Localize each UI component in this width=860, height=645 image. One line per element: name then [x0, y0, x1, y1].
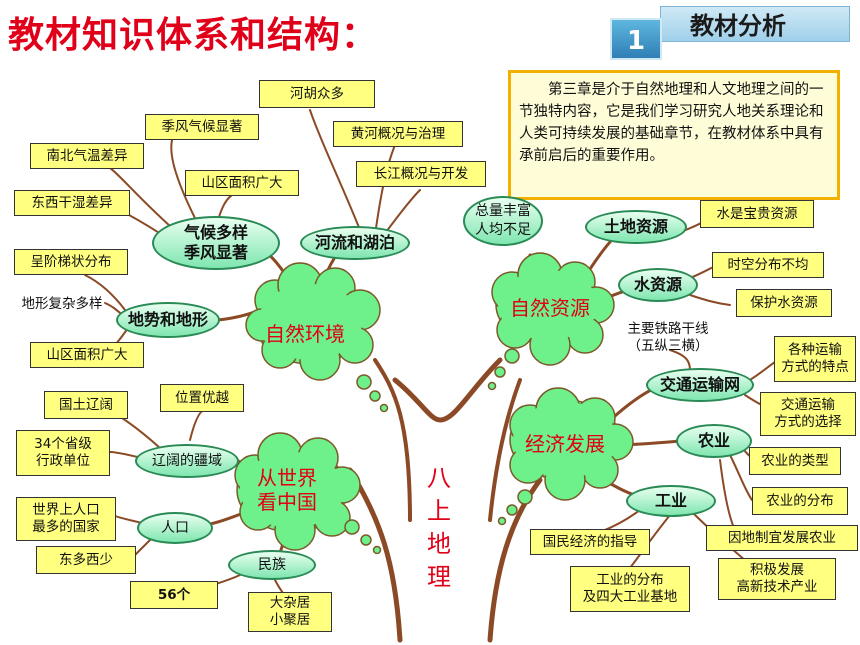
box-monsoon: 季风气候显著 [145, 114, 259, 140]
cloud-economy: 经济发展 [525, 432, 605, 456]
node-territory: 辽阔的疆域 [135, 444, 239, 478]
box-most-population: 世界上人口 最多的国家 [16, 497, 116, 541]
node-industry: 工业 [626, 485, 716, 517]
box-guide: 国民经济的指导 [530, 529, 650, 555]
box-complex-terrain: 地形复杂多样 [21, 295, 103, 312]
center-title: 八上地理 [427, 464, 451, 591]
box-time-space: 时空分布不均 [712, 252, 824, 278]
box-east-west-population: 东多西少 [36, 546, 136, 574]
box-yangtze: 长江概况与开发 [356, 161, 486, 187]
node-climate: 气候多样 季风显著 [152, 216, 280, 270]
intro-text-box: 第三章是介于自然地理和人文地理之间的一节独特内容，它是我们学习研究人地关系理论和… [508, 70, 840, 200]
box-water-precious: 水是宝贵资源 [700, 200, 814, 228]
box-mixed-living: 大杂居 小聚居 [248, 592, 332, 632]
box-vast-land: 国土辽阔 [44, 391, 128, 419]
node-rivers: 河流和湖泊 [300, 226, 410, 260]
node-agriculture: 农业 [676, 424, 752, 458]
box-mountain-area-1: 山区面积广大 [185, 170, 299, 196]
section-number-badge: 1 [610, 18, 662, 60]
node-terrain: 地势和地形 [116, 302, 220, 338]
box-hightech: 积极发展 高新技术产业 [718, 558, 836, 600]
box-transport-feature: 各种运输 方式的特点 [774, 336, 856, 382]
box-railway: 主要铁路干线 （五纵三横） [627, 321, 709, 354]
node-population: 人口 [137, 512, 213, 544]
page-title: 教材知识体系和结构： [8, 15, 379, 56]
box-industry-dist: 工业的分布 及四大工业基地 [570, 566, 690, 612]
section-label: 教材分析 [690, 12, 786, 40]
node-water: 水资源 [618, 268, 698, 302]
node-transport: 交通运输网 [646, 368, 754, 402]
node-land: 土地资源 [585, 210, 687, 244]
section-badge-bar [660, 6, 850, 42]
box-staircase: 呈阶梯状分布 [14, 249, 128, 275]
box-local-agri: 因地制宜发展农业 [706, 525, 858, 551]
box-agri-dist: 农业的分布 [752, 487, 848, 515]
box-north-south-temp: 南北气温差异 [30, 143, 144, 169]
node-ethnic: 民族 [228, 550, 316, 580]
box-location: 位置优越 [160, 384, 244, 412]
box-protect-water: 保护水资源 [736, 289, 832, 317]
box-lakes: 河胡众多 [259, 80, 375, 108]
box-transport-choice: 交通运输 方式的选择 [760, 392, 856, 436]
box-56-nations: 56个 [130, 581, 218, 609]
box-yellow-river: 黄河概况与治理 [333, 121, 463, 147]
box-agri-type: 农业的类型 [749, 447, 841, 475]
box-east-west-dry: 东西干湿差异 [14, 190, 130, 216]
cloud-natural-resources: 自然资源 [510, 296, 590, 320]
box-provinces: 34个省级 行政单位 [16, 430, 110, 476]
box-mountain-area-2: 山区面积广大 [30, 342, 144, 368]
cloud-natural-environment: 自然环境 [265, 322, 345, 346]
node-total: 总量丰富 人均不足 [463, 196, 543, 246]
cloud-china: 从世界 看中国 [257, 466, 317, 514]
